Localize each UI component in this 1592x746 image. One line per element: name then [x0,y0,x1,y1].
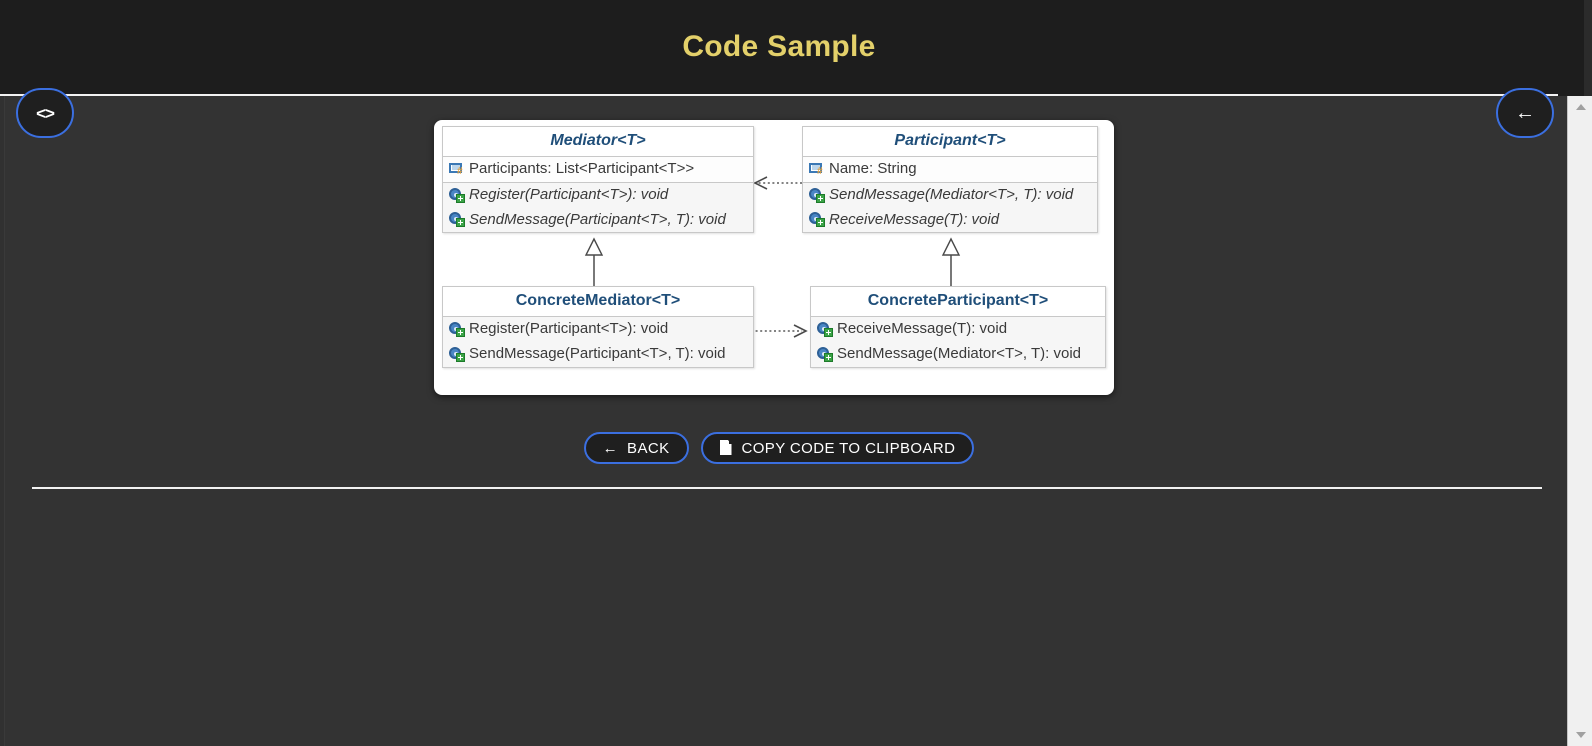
chevron-down-icon [1575,732,1586,738]
uml-method-text: ReceiveMessage(T): void [837,320,1008,337]
uml-method-text: SendMessage(Mediator<T>, T): void [837,344,1082,362]
uml-methods-section: SendMessage(Mediator<T>, T): void Receiv… [803,182,1097,233]
uml-diagram-card: Mediator<T> # Participants: List<Partici… [434,120,1114,395]
uml-method-text: Register(Participant<T>): void [469,320,669,337]
uml-method-text: SendMessage(Mediator<T>, T): void [829,185,1074,203]
uml-method-text: SendMessage(Participant<T>, T): void [469,210,726,228]
back-button[interactable]: ← BACK [583,432,689,464]
uml-method-row: SendMessage(Mediator<T>, T): void [811,342,1105,367]
section-divider [32,487,1542,489]
vertical-scrollbar[interactable] [1567,96,1592,746]
navigate-back-button[interactable]: ← [1496,88,1554,138]
uml-properties-section: # Name: String [803,157,1097,183]
show-code-button[interactable]: <> [16,88,74,138]
uml-method-row: ReceiveMessage(T): void [803,208,1097,233]
uml-method-text: Register(Participant<T>): void [469,185,669,203]
copy-code-button[interactable]: COPY CODE TO CLIPBOARD [700,432,975,464]
uml-methods-section: Register(Participant<T>): void SendMessa… [443,182,753,233]
uml-methods-section: Register(Participant<T>): void SendMessa… [443,317,753,367]
method-icon [809,212,826,228]
method-icon [449,187,466,203]
left-arrow-icon: ← [602,439,619,457]
uml-diagram: Mediator<T> # Participants: List<Partici… [434,120,1114,395]
uml-method-text: SendMessage(Participant<T>, T): void [469,344,726,362]
uml-property-text: Participants: List<Participant<T>> [469,160,695,177]
uml-method-row: Register(Participant<T>): void [443,183,753,208]
scroll-up-button[interactable] [1568,96,1592,118]
file-copy-icon [719,440,733,456]
copy-code-button-label: COPY CODE TO CLIPBOARD [741,439,956,457]
uml-class-participant[interactable]: Participant<T> # Name: String SendM [802,126,1098,234]
left-edge-strip [0,96,5,746]
method-icon [449,321,466,337]
chevron-up-icon [1575,104,1586,110]
code-icon: <> [36,103,55,123]
page-title: Code Sample [682,30,876,63]
method-icon [817,321,834,337]
method-icon [449,346,466,362]
uml-property-row: # Participants: List<Participant<T>> [443,157,753,182]
method-icon [449,212,466,228]
property-icon: # [809,162,826,177]
scroll-down-button[interactable] [1568,724,1592,746]
uml-class-title: ConcreteParticipant<T> [811,287,1105,317]
uml-class-mediator[interactable]: Mediator<T> # Participants: List<Partici… [442,126,754,234]
uml-method-text: ReceiveMessage(T): void [829,210,1000,228]
uml-property-text: Name: String [829,160,917,177]
uml-method-row: SendMessage(Participant<T>, T): void [443,208,753,233]
uml-class-concrete-participant[interactable]: ConcreteParticipant<T> ReceiveMessage(T)… [810,286,1106,368]
uml-methods-section: ReceiveMessage(T): void SendMessage(Medi… [811,317,1105,367]
page-header: Code Sample [0,0,1558,96]
method-icon [817,346,834,362]
method-icon [809,187,826,203]
uml-property-row: # Name: String [803,157,1097,182]
uml-class-concrete-mediator[interactable]: ConcreteMediator<T> Register(Participant… [442,286,754,368]
uml-method-row: Register(Participant<T>): void [443,317,753,342]
uml-method-row: SendMessage(Mediator<T>, T): void [803,183,1097,208]
uml-method-row: SendMessage(Participant<T>, T): void [443,342,753,367]
back-arrow-icon: ← [1515,102,1535,124]
back-button-label: BACK [627,439,670,457]
action-bar: ← BACK COPY CODE TO CLIPBOARD [0,432,1558,464]
uml-properties-section: # Participants: List<Participant<T>> [443,157,753,183]
uml-method-row: ReceiveMessage(T): void [811,317,1105,342]
property-icon: # [449,162,466,177]
uml-class-title: ConcreteMediator<T> [443,287,753,317]
uml-class-title: Mediator<T> [443,127,753,157]
uml-class-title: Participant<T> [803,127,1097,157]
